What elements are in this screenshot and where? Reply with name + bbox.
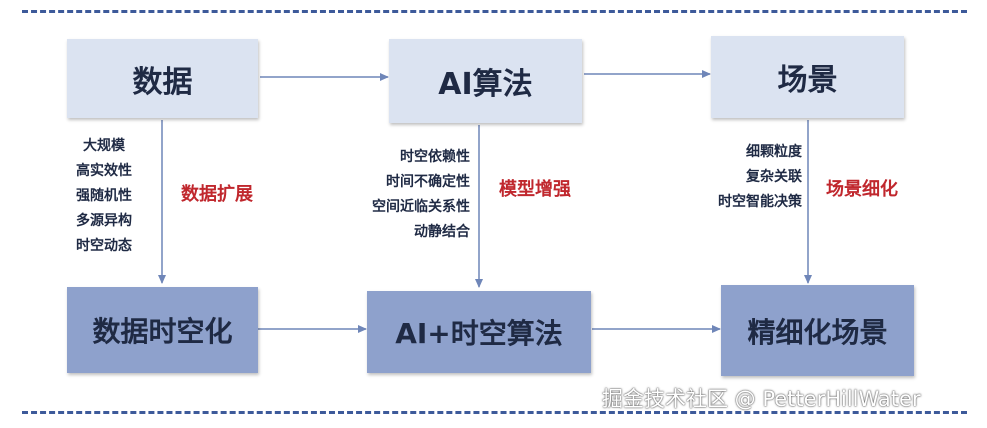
data-feature: 高实效性 bbox=[76, 163, 132, 179]
algorithm-feature: 时空依赖性 bbox=[400, 149, 470, 165]
algorithm-feature: 动静结合 bbox=[414, 224, 470, 240]
label-scene-refine: 场景细化 bbox=[826, 179, 898, 200]
algorithm-feature-list: 时空依赖性 时间不确定性 空间近临关系性 动静结合 bbox=[338, 145, 470, 245]
box-ai-spatiotemporal-algorithm: AI+时空算法 bbox=[367, 291, 591, 373]
bottom-dashed-divider bbox=[22, 411, 967, 414]
data-feature: 大规模 bbox=[83, 138, 125, 154]
scene-feature: 复杂关联 bbox=[746, 169, 802, 185]
box-ai-algorithm: AI算法 bbox=[389, 39, 582, 123]
data-feature: 时空动态 bbox=[76, 238, 132, 254]
box-data: 数据 bbox=[67, 39, 258, 118]
box-scene: 场景 bbox=[711, 36, 904, 118]
data-feature-list: 大规模 高实效性 强随机性 多源异构 时空动态 bbox=[52, 134, 156, 259]
label-model-enhance: 模型增强 bbox=[499, 179, 571, 200]
scene-feature: 细颗粒度 bbox=[746, 144, 802, 160]
watermark: 掘金技术社区 @ PetterHillWater bbox=[602, 387, 921, 411]
label-data-expand: 数据扩展 bbox=[181, 184, 253, 205]
algorithm-feature: 时间不确定性 bbox=[386, 174, 470, 190]
box-data-spatiotemporal: 数据时空化 bbox=[67, 287, 258, 373]
data-feature: 强随机性 bbox=[76, 188, 132, 204]
data-feature: 多源异构 bbox=[76, 213, 132, 229]
box-refined-scene: 精细化场景 bbox=[721, 285, 914, 376]
scene-feature-list: 细颗粒度 复杂关联 时空智能决策 bbox=[700, 140, 802, 215]
algorithm-feature: 空间近临关系性 bbox=[372, 199, 470, 215]
scene-feature: 时空智能决策 bbox=[718, 194, 802, 210]
top-dashed-divider bbox=[22, 10, 967, 13]
